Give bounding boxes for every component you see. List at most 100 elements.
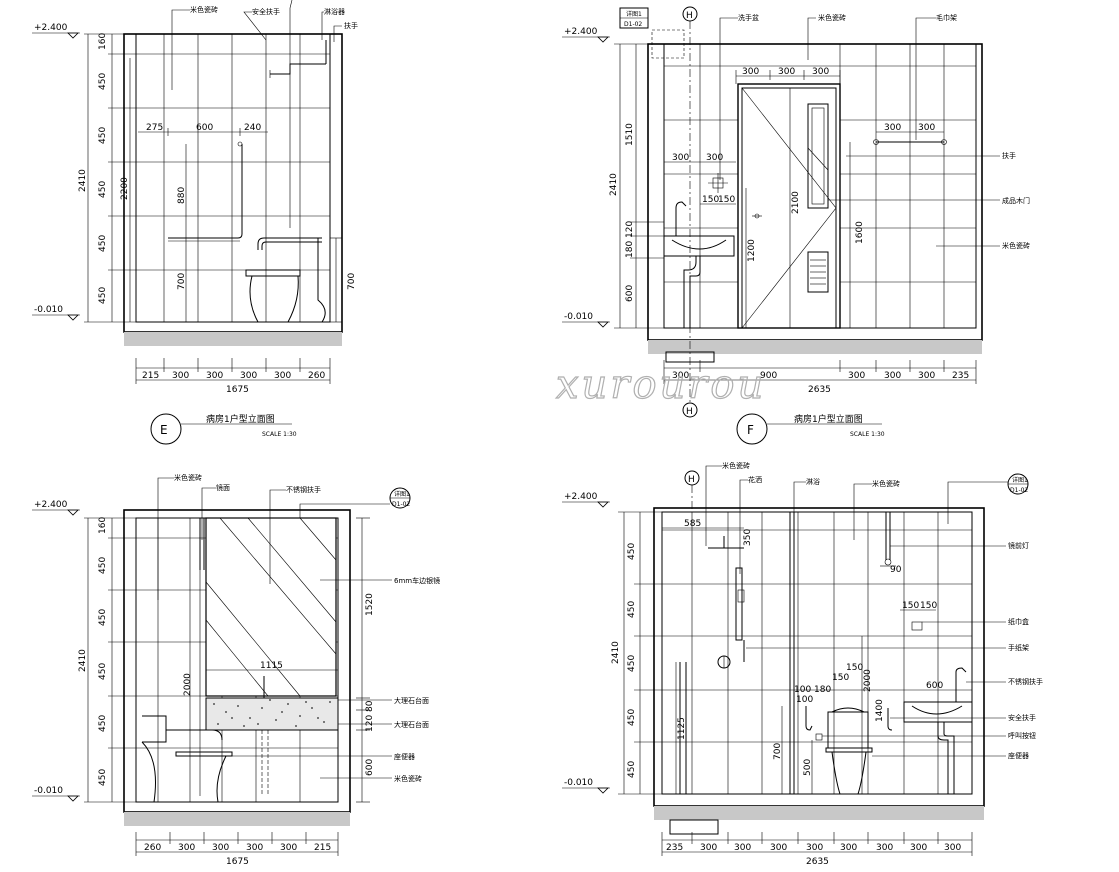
dim-h-row-1: 450 bbox=[627, 543, 637, 560]
level-bottom-f-text: -0.010 bbox=[564, 312, 593, 322]
callout-e-shower: 淋浴器 bbox=[324, 7, 345, 16]
callout-h-steel-rail: 不锈钢扶手 bbox=[1008, 677, 1043, 686]
dim-f-150-b: 150 bbox=[718, 195, 735, 205]
detail-tag-h-text: 详图1 bbox=[1012, 476, 1028, 484]
dim-h-row-5: 450 bbox=[627, 761, 637, 778]
detail-tag-f-text: 详图1 bbox=[626, 10, 642, 18]
left-dims-h: 450 450 450 450 450 2410 bbox=[611, 511, 662, 795]
callouts-h: 米色瓷砖 花洒 淋浴 米色瓷砖 镜前灯 纸巾盒 手纸架 不锈钢扶手 安全扶手 呼… bbox=[705, 461, 1043, 760]
callout-h-shower: 淋浴 bbox=[806, 477, 820, 486]
dim-g-total-height: 2410 bbox=[78, 649, 88, 672]
dim-f-col-5: 300 bbox=[918, 371, 935, 381]
bottom-dims-g: 260 300 300 300 300 215 1675 bbox=[135, 832, 339, 867]
dim-g-row-1: 160 bbox=[98, 517, 108, 534]
dim-h-col-7: 300 bbox=[876, 843, 893, 853]
dim-h-100-a: 100 bbox=[794, 685, 811, 695]
detail-tag-g-sub: D1-02 bbox=[392, 501, 410, 508]
level-top-g: +2.400 bbox=[32, 500, 80, 516]
title-block-e: E 病房1户型立面图 SCALE 1:30 bbox=[150, 413, 297, 445]
dim-f-right-1: 300 bbox=[884, 123, 901, 133]
dim-f-120: 120 bbox=[625, 221, 635, 238]
dim-f-left-1: 300 bbox=[672, 153, 689, 163]
dim-g-80: 80 bbox=[365, 700, 375, 712]
dim-h-600: 600 bbox=[926, 681, 943, 691]
detail-tag-g-text: 详图1 bbox=[394, 490, 410, 498]
vanity-g: 1115 bbox=[205, 661, 339, 796]
callout-g-toilet: 座便器 bbox=[394, 752, 415, 761]
mirror-g bbox=[205, 517, 337, 697]
dim-e-600: 600 bbox=[196, 123, 213, 133]
callout-f-handrail: 扶手 bbox=[1002, 151, 1016, 160]
dim-h-90: 90 bbox=[890, 565, 902, 575]
dim-e-2200: 2200 bbox=[120, 177, 130, 200]
dim-f-1200: 1200 bbox=[747, 239, 757, 262]
dim-h-col-5: 300 bbox=[806, 843, 823, 853]
elevation-f: +2.400 -0.010 bbox=[562, 6, 1030, 445]
top-dims-e: 275 600 240 880 700 700 bbox=[138, 123, 357, 290]
dim-f-right-2: 300 bbox=[918, 123, 935, 133]
dim-g-120: 120 bbox=[365, 715, 375, 732]
fixtures-e bbox=[168, 40, 342, 323]
level-bottom-f: -0.010 bbox=[562, 312, 610, 328]
dim-g-col-6: 215 bbox=[314, 843, 331, 853]
detail-tag-h-sub: D1-02 bbox=[1010, 487, 1028, 494]
callout-e-tile: 米色瓷砖 bbox=[190, 5, 218, 14]
dim-h-total-height: 2410 bbox=[611, 641, 621, 664]
dim-e-700: 700 bbox=[177, 273, 187, 290]
dim-h-col-8: 300 bbox=[910, 843, 927, 853]
dim-h-total-width: 2635 bbox=[806, 857, 829, 867]
callout-h-call-button: 呼叫按钮 bbox=[1008, 731, 1036, 740]
dim-e-row-5: 450 bbox=[98, 235, 108, 252]
level-top-h-text: +2.400 bbox=[564, 492, 598, 502]
dim-h-1400: 1400 bbox=[875, 699, 885, 722]
dim-h-row-4: 450 bbox=[627, 709, 637, 726]
dim-h-col-2: 300 bbox=[700, 843, 717, 853]
panel-f-scale: SCALE 1:30 bbox=[850, 431, 885, 438]
level-bottom-h: -0.010 bbox=[562, 778, 610, 794]
dim-f-150-a: 150 bbox=[702, 195, 719, 205]
axis-h-f: H H bbox=[682, 6, 698, 418]
dim-e-275: 275 bbox=[146, 123, 163, 133]
dim-g-600: 600 bbox=[365, 759, 375, 776]
callout-h-paper-holder: 手纸架 bbox=[1008, 643, 1029, 652]
callout-f-basin: 洗手盆 bbox=[738, 13, 759, 22]
floor-slab-g bbox=[124, 812, 350, 826]
dim-e-880: 880 bbox=[177, 187, 187, 204]
dim-e-right-700: 700 bbox=[347, 273, 357, 290]
dim-h-col-9: 300 bbox=[944, 843, 961, 853]
dim-g-2000: 2000 bbox=[183, 673, 193, 696]
bottom-dims-h: 235 300 300 300 300 300 300 300 300 2635 bbox=[661, 832, 973, 867]
dim-e-col-5: 300 bbox=[274, 371, 291, 381]
dim-h-700: 700 bbox=[773, 743, 783, 760]
section-marker-e bbox=[150, 413, 182, 445]
section-marker-f bbox=[736, 413, 768, 445]
dim-g-1520: 1520 bbox=[365, 593, 375, 616]
detail-tag-h: 详图1 D1-02 bbox=[947, 473, 1029, 524]
dim-g-col-4: 300 bbox=[246, 843, 263, 853]
left-dims-f: 1510 120 180 600 2410 bbox=[609, 43, 664, 329]
top-dims-f: 300 300 300 300 300 300 300 150 150 1200… bbox=[664, 67, 944, 328]
right-dims-g: 1520 80 120 600 bbox=[356, 517, 375, 803]
dim-h-150-c: 150 bbox=[846, 663, 863, 673]
dim-e-row-6: 450 bbox=[98, 287, 108, 304]
fixtures-h bbox=[679, 512, 973, 795]
dim-h-col-6: 300 bbox=[840, 843, 857, 853]
dim-g-total-width: 1675 bbox=[226, 857, 249, 867]
dim-f-total-height: 2410 bbox=[609, 173, 619, 196]
tile-grid-f bbox=[664, 44, 976, 328]
tile-grid-e bbox=[136, 34, 330, 322]
dim-f-col-3: 300 bbox=[848, 371, 865, 381]
section-marker-f-text: F bbox=[747, 423, 754, 437]
callout-e-grab-bar: 安全扶手 bbox=[252, 7, 280, 16]
dim-h-500: 500 bbox=[803, 759, 813, 776]
dim-f-1600: 1600 bbox=[855, 221, 865, 244]
floor-slab-h bbox=[654, 806, 984, 820]
dim-g-row-5: 450 bbox=[98, 715, 108, 732]
detail-tag-f: 详图1 D1-02 bbox=[619, 7, 685, 59]
callout-g-mirror: 6mm车边银镜 bbox=[394, 576, 440, 585]
floor-slab-f bbox=[648, 340, 982, 354]
callout-g-marble-1: 大理石台面 bbox=[394, 696, 429, 705]
callout-g-marble-2: 大理石台面 bbox=[394, 720, 429, 729]
dim-e-row-4: 450 bbox=[98, 181, 108, 198]
panel-f-title: 病房1户型立面图 bbox=[794, 413, 863, 425]
